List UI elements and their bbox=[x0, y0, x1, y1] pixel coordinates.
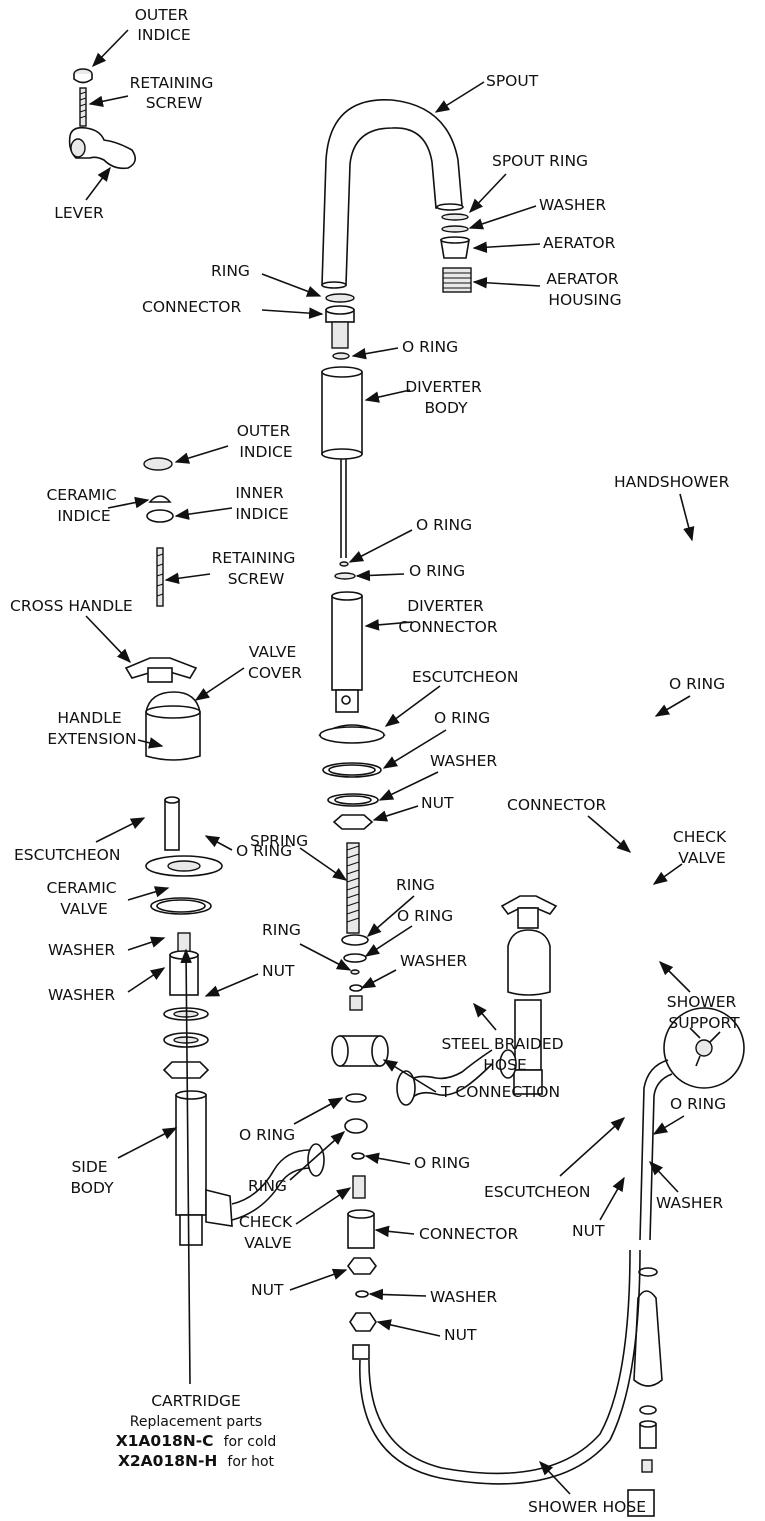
label-washer-left-2: WASHER bbox=[48, 986, 115, 1004]
shower-hose bbox=[359, 1249, 641, 1485]
label-diverter-connector: DIVERTER CONNECTOR bbox=[398, 597, 497, 636]
cartridge-cold-line: X1A018N-C for cold bbox=[116, 1432, 277, 1450]
label-shower-hose: SHOWER HOSE bbox=[528, 1498, 646, 1516]
label-retaining-screw-top: RETAINING SCREW bbox=[130, 74, 219, 112]
label-washer-lower: WASHER bbox=[430, 1288, 497, 1306]
label-o-ring-right-2: O RING bbox=[670, 1095, 726, 1113]
labels: OUTER INDICE RETAINING SCREW LEVER SPOUT… bbox=[10, 6, 742, 1516]
label-nut-lower-2: NUT bbox=[444, 1326, 477, 1344]
cartridge-cold-text: for cold bbox=[224, 1434, 277, 1450]
label-connector-top: CONNECTOR bbox=[142, 298, 241, 316]
label-outer-indice-top: OUTER INDICE bbox=[135, 6, 194, 44]
label-connector-lower: CONNECTOR bbox=[419, 1225, 518, 1243]
label-handle-extension: HANDLE EXTENSION bbox=[47, 709, 136, 748]
label-check-valve-right: CHECK VALVE bbox=[673, 828, 731, 867]
label-ceramic-indice: CERAMIC INDICE bbox=[46, 486, 121, 525]
label-inner-indice: INNER INDICE bbox=[235, 484, 288, 523]
cartridge-title: CARTRIDGE bbox=[151, 1392, 241, 1410]
label-o-ring-left: O RING bbox=[236, 842, 292, 860]
label-o-ring-2: O RING bbox=[416, 516, 472, 534]
right-valve bbox=[396, 895, 558, 1106]
label-ceramic-valve: CERAMIC VALVE bbox=[46, 879, 121, 918]
cartridge-hot-code: X2A018N-H bbox=[118, 1452, 217, 1470]
label-steel-braided-hose: STEEL BRAIDED HOSE bbox=[441, 1035, 568, 1074]
label-cross-handle: CROSS HANDLE bbox=[10, 597, 133, 615]
cartridge-hot-line: X2A018N-H for hot bbox=[118, 1452, 275, 1470]
label-ring-center-2: RING bbox=[262, 921, 301, 939]
label-o-ring-lower-2: O RING bbox=[414, 1154, 470, 1172]
label-washer-left-1: WASHER bbox=[48, 941, 115, 959]
label-o-ring-lower-1: O RING bbox=[239, 1126, 295, 1144]
label-escutcheon-left: ESCUTCHEON bbox=[14, 846, 120, 864]
label-handshower: HANDSHOWER bbox=[614, 473, 730, 491]
label-spout-ring: SPOUT RING bbox=[492, 152, 588, 170]
cartridge-cold-code: X1A018N-C bbox=[116, 1432, 214, 1450]
cartridge-subtitle: Replacement parts bbox=[130, 1414, 262, 1430]
label-escutcheon-right: ESCUTCHEON bbox=[484, 1183, 590, 1201]
label-o-ring-right: O RING bbox=[669, 675, 725, 693]
lever-assembly bbox=[68, 68, 136, 170]
label-washer-right: WASHER bbox=[656, 1194, 723, 1212]
label-ring-center-1: RING bbox=[396, 876, 435, 894]
label-nut-lower-1: NUT bbox=[251, 1281, 284, 1299]
label-o-ring-1: O RING bbox=[402, 338, 458, 356]
label-nut-right: NUT bbox=[572, 1222, 605, 1240]
label-side-body: SIDE BODY bbox=[70, 1158, 114, 1197]
label-nut-center: NUT bbox=[421, 794, 454, 812]
label-washer-spout: WASHER bbox=[539, 196, 606, 214]
label-aerator: AERATOR bbox=[543, 234, 616, 252]
handshower-assembly bbox=[627, 1007, 745, 1517]
cartridge-hot-text: for hot bbox=[227, 1454, 274, 1470]
label-nut-left: NUT bbox=[262, 962, 295, 980]
label-retaining-screw-mid: RETAINING SCREW bbox=[212, 549, 301, 588]
label-o-ring-center: O RING bbox=[434, 709, 490, 727]
label-o-ring-3: O RING bbox=[409, 562, 465, 580]
label-aerator-housing: AERATOR HOUSING bbox=[546, 270, 623, 309]
center-stack bbox=[318, 293, 389, 1360]
label-diverter-body: DIVERTER BODY bbox=[405, 378, 487, 417]
label-ring-top: RING bbox=[211, 262, 250, 280]
label-outer-indice-mid: OUTER INDICE bbox=[237, 422, 296, 461]
label-washer-center: WASHER bbox=[430, 752, 497, 770]
label-washer-center-2: WASHER bbox=[400, 952, 467, 970]
label-check-valve-lower: CHECK VALVE bbox=[239, 1213, 297, 1252]
label-connector-right: CONNECTOR bbox=[507, 796, 606, 814]
label-ring-lower: RING bbox=[248, 1177, 287, 1195]
label-valve-cover: VALVE COVER bbox=[248, 643, 302, 682]
label-o-ring-center-2: O RING bbox=[397, 907, 453, 925]
label-spout: SPOUT bbox=[486, 72, 539, 90]
label-shower-support: SHOWER SUPPORT bbox=[667, 993, 742, 1032]
parts-drawing bbox=[68, 68, 745, 1517]
label-escutcheon-center: ESCUTCHEON bbox=[412, 668, 518, 686]
label-spring: SPRING bbox=[250, 832, 308, 850]
label-lever: LEVER bbox=[54, 204, 104, 222]
label-t-connection: T CONNECTION bbox=[440, 1083, 560, 1101]
spout bbox=[321, 99, 472, 293]
